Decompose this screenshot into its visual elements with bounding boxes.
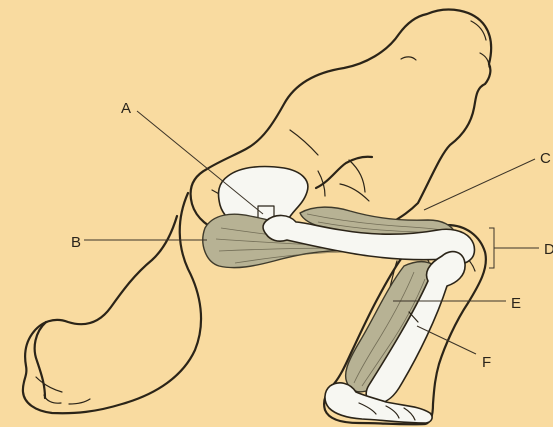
- label-f: F: [482, 354, 491, 371]
- label-c: C: [540, 150, 551, 167]
- label-d: D: [544, 241, 553, 258]
- label-a: A: [121, 100, 131, 117]
- label-e: E: [511, 295, 521, 312]
- label-b: B: [71, 234, 81, 251]
